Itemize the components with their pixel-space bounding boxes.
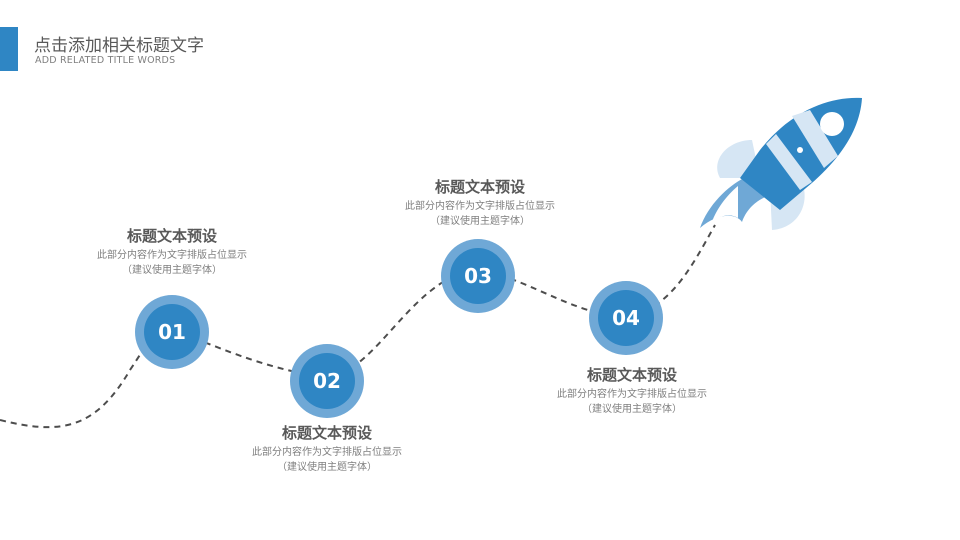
step-text-01: 标题文本预设 此部分内容作为文字排版占位显示 （建议使用主题字体） (72, 226, 272, 278)
step-number: 03 (464, 264, 492, 288)
step-text-03: 标题文本预设 此部分内容作为文字排版占位显示 （建议使用主题字体） (380, 177, 580, 229)
step-node-01: 01 (135, 295, 209, 369)
step-node-02: 02 (290, 344, 364, 418)
step-number: 02 (313, 369, 341, 393)
page-title: 点击添加相关标题文字 (34, 36, 204, 56)
step-number: 04 (612, 306, 640, 330)
step-description: 此部分内容作为文字排版占位显示 (405, 201, 555, 212)
step-heading: 标题文本预设 (434, 178, 525, 196)
step-number: 01 (158, 320, 186, 344)
step-description: 此部分内容作为文字排版占位显示 (557, 389, 707, 400)
step-text-04: 标题文本预设 此部分内容作为文字排版占位显示 （建议使用主题字体） (532, 365, 732, 417)
step-node-03: 03 (441, 239, 515, 313)
step-text-02: 标题文本预设 此部分内容作为文字排版占位显示 （建议使用主题字体） (227, 423, 427, 475)
page-subtitle: ADD RELATED TITLE WORDS (35, 55, 176, 66)
step-note: （建议使用主题字体） (582, 404, 682, 415)
step-note: （建议使用主题字体） (430, 216, 530, 227)
step-description: 此部分内容作为文字排版占位显示 (252, 447, 402, 458)
step-description: 此部分内容作为文字排版占位显示 (97, 250, 247, 261)
step-note: （建议使用主题字体） (277, 462, 377, 473)
step-heading: 标题文本预设 (586, 366, 677, 384)
rocket-icon (700, 97, 862, 230)
step-node-04: 04 (589, 281, 663, 355)
step-note: （建议使用主题字体） (122, 265, 222, 276)
title-accent-bar (0, 27, 18, 71)
step-heading: 标题文本预设 (126, 227, 217, 245)
step-heading: 标题文本预设 (281, 424, 372, 442)
